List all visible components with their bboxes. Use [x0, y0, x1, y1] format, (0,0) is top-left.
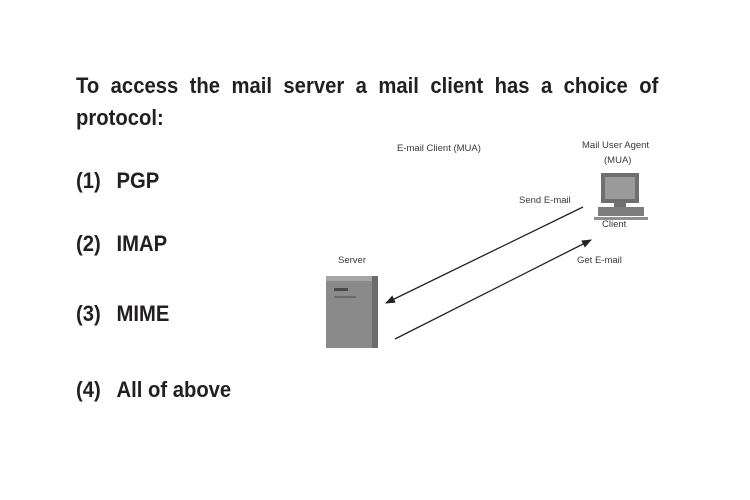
computer-icon	[594, 173, 648, 220]
send-email-label: Send E-mail	[519, 195, 571, 206]
get-email-label: Get E-mail	[577, 255, 622, 266]
send-arrow	[385, 206, 584, 304]
question-text: To access the mail server a mail client …	[76, 73, 659, 130]
option-2: (2) IMAP	[76, 231, 167, 257]
option-4: (4) All of above	[76, 377, 231, 403]
option-1: (1) PGP	[76, 168, 159, 194]
server-icon	[326, 276, 378, 348]
option-text: IMAP	[116, 231, 168, 256]
mail-user-agent-label: Mail User Agent	[582, 140, 650, 151]
option-number: (3)	[76, 301, 101, 326]
option-text: MIME	[116, 301, 170, 326]
option-text: All of above	[116, 377, 232, 402]
option-3: (3) MIME	[76, 301, 169, 327]
option-number: (1)	[76, 168, 101, 193]
client-label: Client	[602, 219, 627, 230]
option-number: (2)	[76, 231, 101, 256]
option-number: (4)	[76, 377, 101, 402]
option-text: PGP	[116, 168, 160, 193]
get-arrow	[394, 239, 592, 340]
mua-label: (MUA)	[604, 155, 632, 166]
email-client-label: E-mail Client (MUA)	[397, 143, 481, 154]
server-label: Server	[338, 255, 366, 266]
